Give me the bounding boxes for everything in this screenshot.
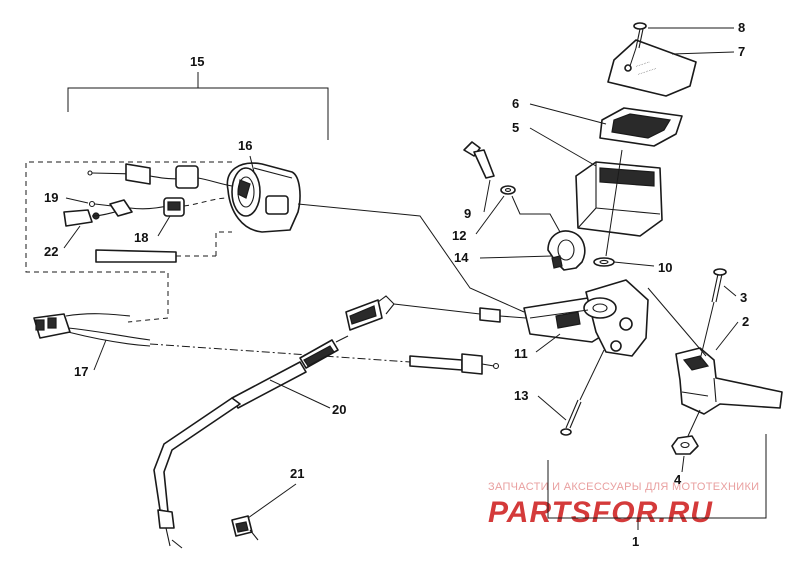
callout-6: 6 [512,96,519,111]
switch-wire-top [87,163,233,189]
switch-wire-lower [95,231,232,263]
part-4-nut [671,435,699,455]
callout-16: 16 [238,138,252,153]
callout-8: 8 [738,20,745,35]
svg-text:⋯⋯⋯: ⋯⋯⋯ [635,60,651,70]
callout-7: 7 [738,44,745,59]
part-21-cable-clip [231,515,259,541]
callout-19: 19 [44,190,58,205]
cable-end-fitting [409,353,500,375]
watermark: ЗАПЧАСТИ И АКСЕССУАРЫ ДЛЯ МОТОТЕХНИКИ PA… [488,481,759,529]
callout-15: 15 [190,54,204,69]
part-7-cover-plate: ⋯⋯⋯ ⋯⋯⋯⋯ [607,39,697,97]
callout-9: 9 [464,206,471,221]
callout-1: 1 [632,534,639,549]
part-20-brake-cable [153,295,527,549]
switch-group-outline [25,161,232,323]
svg-text:⋯⋯⋯⋯: ⋯⋯⋯⋯ [637,66,658,78]
callout-14: 14 [454,250,469,265]
callout-21: 21 [290,466,304,481]
callout-3: 3 [740,290,747,305]
callout-11: 11 [514,346,528,361]
switch-wire-route [297,203,525,313]
callout-2: 2 [742,314,749,329]
callout-5: 5 [512,120,519,135]
callout-10: 10 [658,260,672,275]
part-17-connector-plug [33,313,411,363]
part-22-connector [63,209,125,227]
callout-17: 17 [74,364,88,379]
callout-12: 12 [452,228,466,243]
bolt-axis [511,195,561,233]
group-bracket-1 [547,434,767,530]
callout-13: 13 [514,388,528,403]
callout-22: 22 [44,244,58,259]
part-6-diaphragm [599,107,683,147]
part-9-bolt [463,141,495,179]
part-8-cover-screw [629,22,647,67]
part-14-clamp [547,230,586,271]
lever-link-line [647,287,707,357]
part-11-master-cylinder [523,279,649,357]
callout-18: 18 [134,230,148,245]
group-bracket-15 [67,72,329,140]
part-3-pivot-bolt [687,268,727,437]
part-13-mount-screw [560,349,605,436]
part-18-switch [109,197,229,217]
part-19-terminal [88,200,113,208]
part-10-seal [593,257,615,267]
part-16-switch-housing [226,162,301,233]
callout-20: 20 [332,402,346,417]
watermark-tagline: ЗАПЧАСТИ И АКСЕССУАРЫ ДЛЯ МОТОТЕХНИКИ [488,481,759,493]
part-2-brake-lever [675,347,783,415]
watermark-brand: PARTSFOR.RU [488,496,713,529]
part-5-reservoir [575,161,663,237]
part-12-washer [500,185,516,195]
callout-4: 4 [674,472,682,487]
reservoir-axis [605,149,623,257]
